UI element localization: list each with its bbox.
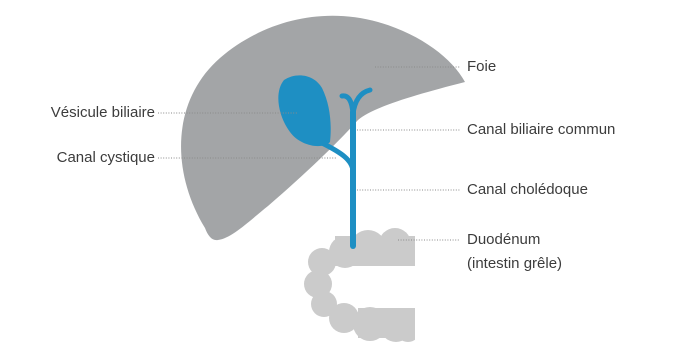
label-canal-choledoque: Canal cholédoque	[467, 181, 588, 199]
label-duodenum: Duodénum	[467, 231, 540, 249]
cystic-duct	[322, 143, 353, 172]
label-intestin-grele: (intestin grêle)	[467, 255, 562, 273]
duodenum-shape	[304, 228, 420, 342]
label-canal-biliaire-commun: Canal biliaire commun	[467, 121, 615, 139]
label-canal-cystique: Canal cystique	[57, 149, 155, 167]
label-vesicule-biliaire: Vésicule biliaire	[51, 104, 155, 122]
label-foie: Foie	[467, 58, 496, 76]
